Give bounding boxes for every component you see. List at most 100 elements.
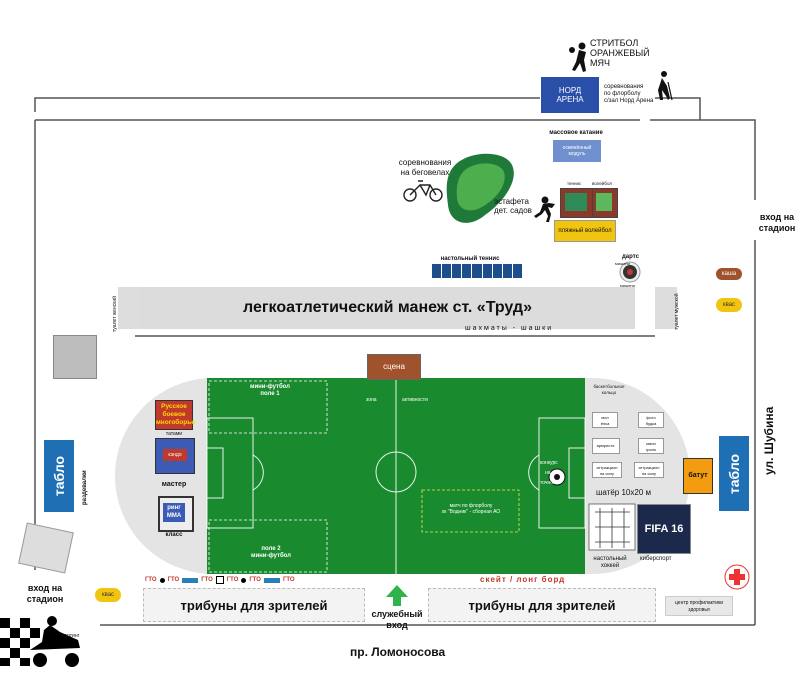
table-hockey-line2: хоккей xyxy=(600,563,620,569)
floorball-match-line1: матч по флорболу xyxy=(449,503,493,509)
booth-2[interactable]: фото будка xyxy=(638,412,664,428)
table-hockey-line1: настольный xyxy=(593,556,627,562)
nord-arena-box[interactable]: НОРД АРЕНА xyxy=(541,77,599,113)
football-field xyxy=(207,378,585,574)
streetball-line3: МЯЧ xyxy=(590,58,610,68)
gto-strip: ГТО ГТО ГТО ГТО ГТО ГТО xyxy=(145,576,360,584)
scoreboard-right-label: табло xyxy=(726,453,743,494)
toilet-women-label: туалет женский xyxy=(112,296,118,332)
russian-line2: боевое xyxy=(162,411,186,418)
gto-marker-2 xyxy=(182,577,199,583)
booth-2-line2: будка xyxy=(645,421,657,426)
bicycle-icon xyxy=(403,180,443,202)
stage[interactable]: сцена xyxy=(367,354,421,380)
esports-label: киберспорт xyxy=(640,556,672,562)
toilet-women-block[interactable] xyxy=(118,287,140,329)
contest-line1: конкурс xyxy=(540,460,558,466)
streetball-line1: СТРИТБОЛ xyxy=(590,38,639,48)
manezh-building[interactable]: легкоатлетический манеж ст. «Труд» xyxy=(140,287,635,329)
tennis-label: теннис xyxy=(567,181,582,186)
karting-label: картинг xyxy=(62,633,80,639)
entrance-right-line2: стадион xyxy=(758,223,796,233)
kvas-cart-right[interactable]: квас xyxy=(716,298,742,312)
booth-4[interactable]: мини гриль xyxy=(638,438,664,454)
karting-checker-flag xyxy=(0,618,40,666)
booth-4-line1: мини xyxy=(646,441,656,446)
mini-football-1-line2: поле 1 xyxy=(260,391,280,397)
gto-label-5: ГТО xyxy=(249,577,261,583)
volleyball-court[interactable] xyxy=(592,188,618,218)
north-fence-right xyxy=(655,97,701,120)
streetball-label: СТРИТБОЛ ОРАНЖЕВЫЙ МЯЧ xyxy=(590,38,650,68)
relay-runner-icon xyxy=(534,196,555,222)
skating-module[interactable]: освежённый модуль xyxy=(553,140,601,162)
contest-line3: точность xyxy=(540,480,561,486)
gto-marker-5 xyxy=(263,577,280,583)
russian-combat-box[interactable]: Русское боевое многоборье xyxy=(155,400,195,430)
basketball-line2: кольцо xyxy=(601,390,617,395)
master-label: мастер xyxy=(161,481,187,488)
scoreboard-right: табло xyxy=(719,436,749,511)
scoreboard-left-label: табло xyxy=(51,455,68,497)
table-hockey-label: настольный хоккей xyxy=(585,556,635,570)
booth-5[interactable]: аттракцион на силу xyxy=(592,462,622,478)
table-tennis-label: настольный теннис xyxy=(440,256,500,262)
entrance-left-line2: стадион xyxy=(26,594,64,604)
kiosk-left[interactable] xyxy=(53,335,97,379)
nord-arena-line2: АРЕНА xyxy=(556,95,584,104)
ring-line1: ринг xyxy=(167,505,181,511)
stands-right[interactable]: трибуны для зрителей xyxy=(428,588,656,622)
skating-module-line1: освежённый xyxy=(562,145,592,151)
gto-label-3: ГТО xyxy=(201,577,213,583)
beach-volleyball[interactable]: пляжный волейбол xyxy=(554,220,616,242)
booth-1[interactable]: мол ёлка xyxy=(592,412,618,428)
kendo-box[interactable]: кэндо xyxy=(155,438,195,474)
skating-module-line2: модуль xyxy=(568,151,586,157)
booth-5-line2: на силу xyxy=(599,471,615,476)
floorball-label: соревнования по флорболу с/зал Норд Арен… xyxy=(604,84,653,105)
chess-label: шахматы - шашки xyxy=(465,325,554,332)
darts-sub2: мишени xyxy=(620,283,635,288)
entrance-right-line1: вход на xyxy=(759,212,795,222)
gto-label-4: ГТО xyxy=(226,577,239,583)
booth-6-line1: аттракцион xyxy=(638,465,660,470)
booth-6[interactable]: аттракцион на силу xyxy=(634,462,664,478)
booth-6-line2: на силу xyxy=(641,471,657,476)
toilet-men-block[interactable] xyxy=(655,287,677,329)
contest-line2: на xyxy=(545,470,551,476)
stands-left[interactable]: трибуны для зрителей xyxy=(143,588,365,622)
mini-football-2-label: поле 2 мини-футбол xyxy=(251,546,291,560)
nord-arena-line1: НОРД xyxy=(558,86,582,95)
ne-fence xyxy=(650,119,756,200)
kasha-cart[interactable]: каша xyxy=(716,268,742,280)
floorball-line3: с/зал Норд Арена xyxy=(604,98,654,104)
entrance-gate-left[interactable] xyxy=(18,522,74,574)
streetball-line2: ОРАНЖЕВЫЙ xyxy=(590,48,650,58)
relay-line1: эстафета xyxy=(494,197,529,206)
health-center[interactable]: центр профилактики здоровья xyxy=(665,596,733,616)
tent-label: шатёр 10х20 м xyxy=(596,488,651,497)
tennis-court[interactable] xyxy=(560,188,594,218)
contest-label: конкурс на точность xyxy=(540,458,560,488)
gto-label-2: ГТО xyxy=(167,577,180,583)
mma-ring[interactable]: ринг ММА xyxy=(158,496,194,532)
floorball-match-label: матч по флорболу хк "Водник" - сборная А… xyxy=(424,503,518,515)
skating-title: массовое катание xyxy=(549,130,603,136)
bike-race-line1: соревнования xyxy=(398,158,452,167)
booth-3[interactable]: армрестл. xyxy=(592,438,620,454)
darts-label: дартс xyxy=(622,254,639,260)
activity-label: активности xyxy=(402,397,428,403)
service-entrance-line2: вход xyxy=(386,620,408,630)
fifa-esports-box[interactable]: FIFA 16 xyxy=(637,504,691,554)
toilet-men-label: туалет мужской xyxy=(674,293,680,331)
floorball-line2: по флорболу xyxy=(604,91,641,97)
mini-football-2-line2: мини-футбол xyxy=(251,553,291,559)
gto-marker-3 xyxy=(215,576,224,584)
zone-label: зона xyxy=(366,397,377,403)
trampoline[interactable]: батут xyxy=(683,458,713,494)
floorball-line1: соревнования xyxy=(604,84,644,90)
service-entrance-arrow xyxy=(386,585,408,606)
kvas-cart-left[interactable]: квас xyxy=(95,588,121,602)
table-tennis-tables[interactable] xyxy=(432,264,522,278)
